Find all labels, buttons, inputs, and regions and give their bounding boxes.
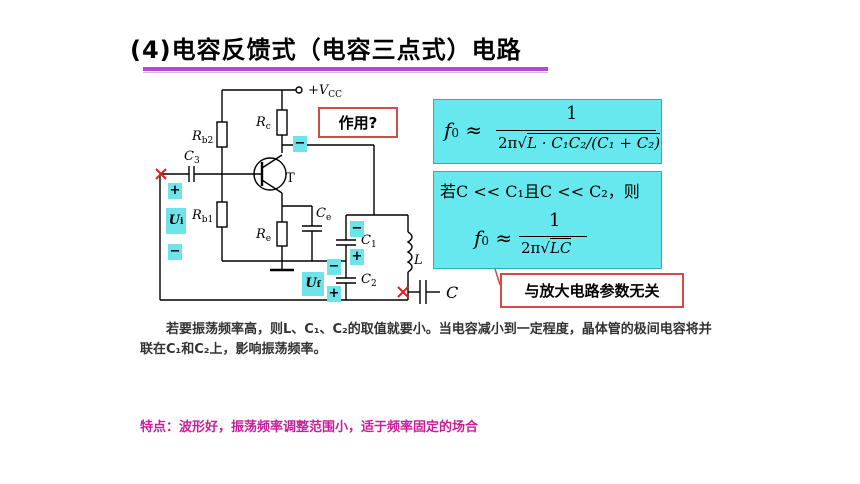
callout-independent: 与放大电路参数无关 <box>500 273 684 308</box>
vcc-plus: + <box>308 83 319 98</box>
title-underline-light <box>143 72 548 73</box>
formula2-numerator: 1 <box>549 210 561 231</box>
c1-sub: 1 <box>371 240 377 250</box>
formula2-sqrt-sign: √ <box>540 239 550 257</box>
c1-minus-sign: − <box>350 221 364 237</box>
svg-text:Re: Re <box>255 227 271 244</box>
formula1-lhs: f0 ≈ <box>444 118 482 142</box>
ui-letter: U <box>168 213 180 228</box>
rc-resistor <box>276 109 288 136</box>
formula1-denominator: 2π√L · C₁C₂/(C₁ + C₂) <box>498 133 661 152</box>
re-label: R <box>255 227 266 242</box>
svg-text:+VCC: +VCC <box>308 83 342 100</box>
svg-text:C3: C3 <box>184 149 200 166</box>
transistor-label: T <box>286 171 295 186</box>
explanation-text: 若要振荡频率高，则L、C₁、C₂的取值就要小。当电容减小到一定程度，晶体管的极间… <box>140 322 712 357</box>
inductor-coil <box>406 231 413 273</box>
c1-plus-sign: + <box>350 249 364 265</box>
formula1-radicand: L · C₁C₂/(C₁ + C₂) <box>526 133 661 152</box>
callout-purpose: 作用? <box>318 107 398 138</box>
rb1-resistor <box>216 201 228 228</box>
vcc-sub: CC <box>328 90 342 100</box>
uf-letter: U <box>305 276 317 291</box>
svg-text:Rc: Rc <box>255 115 271 132</box>
svg-text:C2: C2 <box>361 272 377 289</box>
formula-box-f0: f0 ≈ 1 2π√L · C₁C₂/(C₁ + C₂) <box>433 99 662 164</box>
formula2-condition: 若C << C₁且C << C₂，则 <box>440 182 640 201</box>
svg-text:Ce: Ce <box>316 206 331 223</box>
formula-box-approx: 若C << C₁且C << C₂，则 f0 ≈ 1 2π√LC <box>433 171 662 269</box>
rb2-resistor <box>216 121 228 148</box>
ui-plus-sign: + <box>168 183 182 199</box>
formula1-sqrt-sign: √ <box>517 134 527 152</box>
ce-label: C <box>316 206 326 221</box>
svg-text:Rb1: Rb1 <box>191 208 213 225</box>
c3-label: C <box>184 149 194 164</box>
formula2-denominator: 2π√LC <box>521 238 572 257</box>
rc-label: R <box>255 115 266 130</box>
rb2-label: R <box>191 129 202 144</box>
page-title: (4)电容反馈式（电容三点式）电路 <box>130 36 522 64</box>
c3-sub: 3 <box>194 156 200 166</box>
c2-sub: 2 <box>371 279 377 289</box>
uf-minus-sign: − <box>327 259 341 275</box>
explanation-paragraph: 若要振荡频率高，则L、C₁、C₂的取值就要小。当电容减小到一定程度，晶体管的极间… <box>140 320 720 360</box>
formula1-sub: 0 <box>451 126 460 140</box>
uf-label: Uf <box>302 272 324 296</box>
rc-minus-sign: − <box>293 136 307 152</box>
formula1-approx: ≈ <box>465 118 483 142</box>
cap-c-label: C <box>446 283 458 302</box>
vcc-label: V <box>319 83 330 98</box>
formula2-sub: 0 <box>481 234 490 248</box>
formula2-fraction-bar <box>519 236 587 237</box>
ce-sub: e <box>326 213 331 223</box>
formula1-2pi: 2π <box>498 134 518 152</box>
c2-label: C <box>361 272 371 287</box>
ui-sub: i <box>179 217 184 227</box>
rb2-sub: b2 <box>202 136 214 146</box>
formula1-fraction-bar <box>496 130 656 131</box>
formula2-f: f <box>474 226 482 250</box>
formula2-lhs: f0 ≈ <box>474 226 512 250</box>
ui-minus-sign: − <box>168 244 182 260</box>
uf-plus-sign: + <box>327 286 341 302</box>
formula1-f: f <box>444 118 452 142</box>
rb1-label: R <box>191 208 202 223</box>
formula1-numerator: 1 <box>566 103 578 124</box>
rc-sub: c <box>266 122 271 132</box>
rb1-sub: b1 <box>202 215 214 225</box>
formula2-approx: ≈ <box>495 226 513 250</box>
re-resistor <box>276 221 288 247</box>
feature-note: 特点：波形好，振荡频率调整范围小，适于频率固定的场合 <box>140 420 479 435</box>
title-underline <box>143 67 548 71</box>
formula2-2pi: 2π <box>521 239 541 257</box>
ui-label: Ui <box>166 208 186 234</box>
svg-text:C1: C1 <box>361 233 377 250</box>
formula2-radicand: LC <box>549 238 572 257</box>
inductor-label: L <box>413 253 423 268</box>
uf-sub: f <box>316 280 321 290</box>
svg-text:Rb2: Rb2 <box>191 129 213 146</box>
re-sub: e <box>266 234 271 244</box>
c1-label: C <box>361 233 371 248</box>
